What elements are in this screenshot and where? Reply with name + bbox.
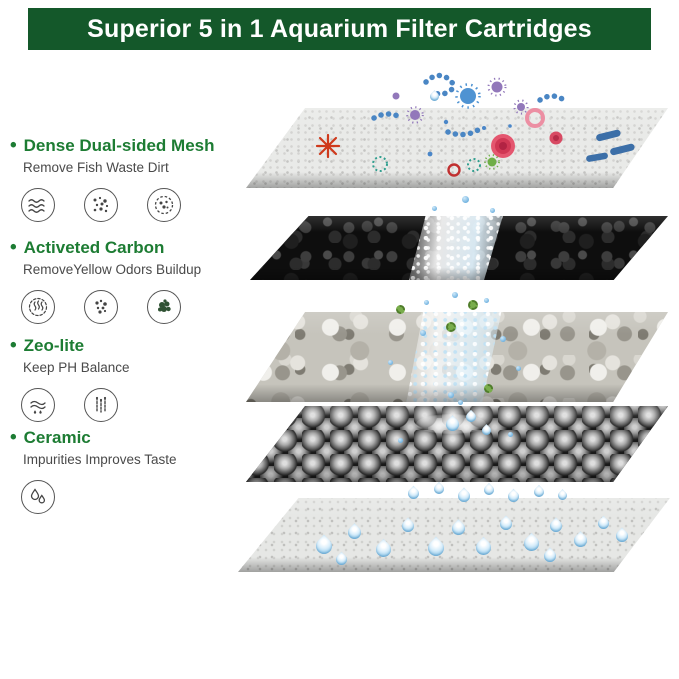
water-stream [406,312,502,402]
feature-subtitle: Remove Fish Waste Dirt [23,160,169,175]
title-banner: Superior 5 in 1 Aquarium Filter Cartridg… [28,8,651,50]
water-drop [431,481,447,497]
page-title: Superior 5 in 1 Aquarium Filter Cartridg… [87,14,592,43]
wind-icon [21,188,55,222]
germ-icon [147,188,181,222]
feature-title-row: • Activeted Carbon [10,238,248,258]
feature-subtitle: Keep PH Balance [23,360,130,375]
water-stream [408,216,503,280]
feature-zeolite: • Zeo-lite Keep PH Balance [10,336,248,422]
activated-carbon-layer [250,216,668,280]
feature-title-row: • Ceramic [10,428,248,448]
feature-title: Ceramic [23,428,91,447]
feature-title: Activeted Carbon [23,238,165,257]
water-bubble [424,300,429,305]
green-microbe [468,300,478,310]
water-bubble [462,196,469,203]
water-drops-icon [21,480,55,514]
water-bubble [484,298,489,303]
carbon-granules-icon [147,290,181,324]
feature-icons [21,290,248,324]
moisture-icon [21,388,55,422]
water-bubble [452,292,458,298]
feature-ceramic: • Ceramic Impurities Improves Taste [10,428,248,514]
water-bubble [432,206,437,211]
feature-icons [21,188,248,222]
feature-carbon: • Activeted Carbon RemoveYellow Odors Bu… [10,238,248,324]
feature-title: Dense Dual-sided Mesh [23,136,215,155]
feature-title: Zeo-lite [23,336,85,355]
water-bubble [490,208,495,213]
bullet: • [10,335,17,356]
bullet: • [10,427,17,448]
dirt-particles-icon [84,188,118,222]
feature-title-row: • Dense Dual-sided Mesh [10,136,248,156]
molecules-icon [84,290,118,324]
feature-icons [21,388,248,422]
microbes-illustration [315,72,635,177]
odor-icon [21,290,55,324]
ph-scale-icon [84,388,118,422]
feature-mesh: • Dense Dual-sided Mesh Remove Fish Wast… [10,136,248,222]
base-plate-layer [238,498,670,572]
ceramic-ball-layer [246,406,668,482]
zeolite-layer [246,312,668,402]
feature-subtitle: Impurities Improves Taste [23,452,177,467]
feature-icons [21,480,248,514]
water-drop [481,482,497,498]
bullet: • [10,135,17,156]
bullet: • [10,237,17,258]
feature-subtitle: RemoveYellow Odors Buildup [23,262,202,277]
water-drop [531,484,547,500]
feature-title-row: • Zeo-lite [10,336,248,356]
